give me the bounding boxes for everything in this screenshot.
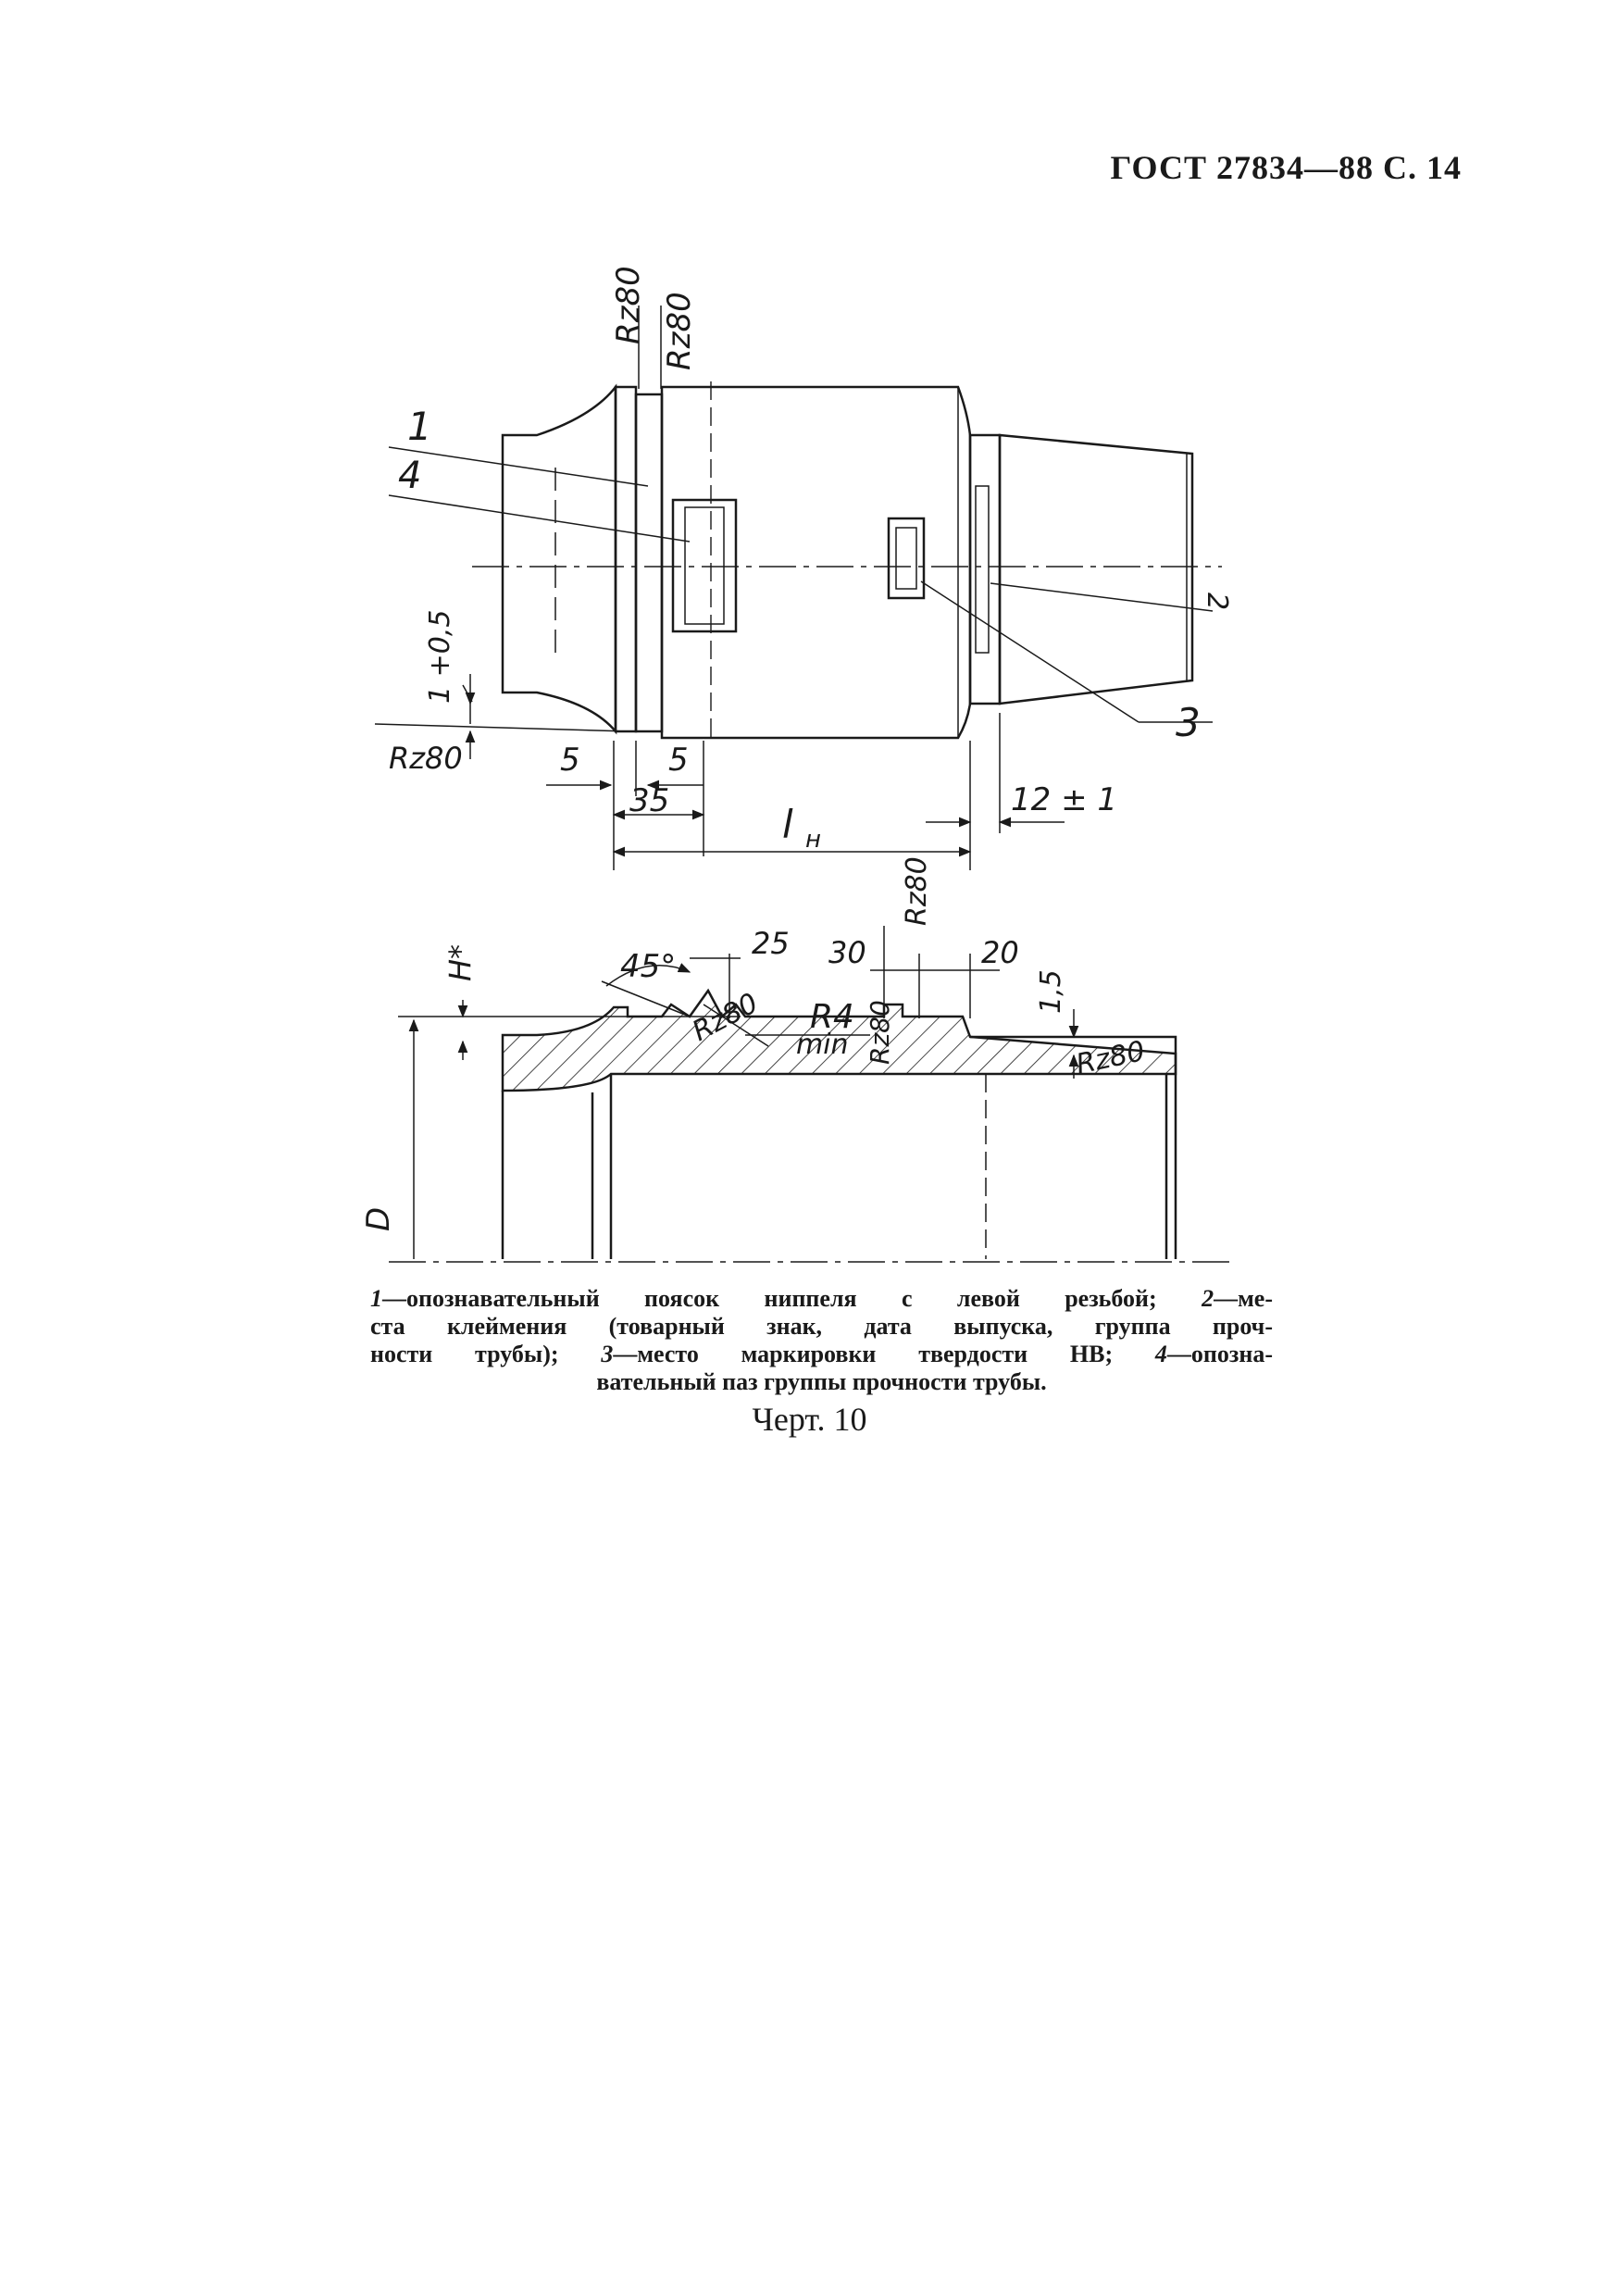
dim-1-5: 1,5: [1035, 969, 1067, 1014]
caption-text-3: ности трубы);: [370, 1341, 602, 1367]
caption-line-4: вательный паз группы прочности трубы.: [596, 1368, 1047, 1395]
dim-ln-sub: н: [805, 826, 821, 854]
top-view: [472, 381, 1222, 741]
dim-35: 35: [629, 782, 669, 819]
flared-end: [501, 383, 617, 735]
slot-4: [671, 498, 738, 633]
caption-num-3: 3: [601, 1341, 614, 1367]
caption-line-3: ности трубы); 3—место маркировки твердос…: [370, 1341, 1273, 1368]
dim-5b: 5: [668, 742, 689, 779]
caption-line-1: 1—опознавательный поясок ниппеля с левой…: [370, 1285, 1273, 1313]
dim-5a: 5: [560, 742, 580, 779]
caption-text-4: —место маркировки твердости НВ;: [613, 1341, 1155, 1367]
dim-12: 12 ± 1: [1011, 781, 1117, 818]
figure-caption: 1—опознавательный поясок ниппеля с левой…: [370, 1285, 1273, 1396]
angle-45: 45°: [620, 948, 676, 985]
caption-num-2: 2: [1202, 1285, 1214, 1312]
tapered-pin: [998, 433, 1194, 705]
radius-r4: R4: [810, 998, 854, 1036]
dim-ln: l: [782, 802, 793, 847]
shoulder: [968, 433, 1002, 705]
h-star: H*: [442, 944, 478, 981]
caption-text-2: —ме-: [1214, 1285, 1273, 1312]
top-view-leaders: [374, 306, 1214, 870]
dim-25: 25: [752, 926, 790, 961]
rz80-top-1: Rz80: [610, 266, 647, 344]
caption-text-5: —опозна-: [1166, 1341, 1273, 1367]
page-header: ГОСТ 27834—88 С. 14: [1110, 149, 1462, 186]
top-view-labels: Rz80 Rz80 1 4 3 2 1 +0,5 Rz80 5 5 35 l н…: [389, 266, 1233, 854]
rz80-c: Rz80: [865, 1000, 895, 1065]
dim-20: 20: [981, 935, 1019, 970]
caption-num-1: 1: [370, 1285, 382, 1312]
section-view: [389, 988, 1231, 1263]
marking-3: [887, 517, 926, 600]
radius-min: min: [796, 1029, 849, 1061]
caption-num-4: 4: [1154, 1341, 1167, 1367]
section-dimensions: [398, 926, 1079, 1259]
dim-30: 30: [828, 935, 866, 970]
leader-label-1: 1: [407, 404, 432, 449]
collar-band-2: [634, 393, 664, 733]
tolerance-label: 1 +0,5: [424, 610, 456, 704]
d-label: D: [360, 1207, 397, 1231]
rz80-top-2: Rz80: [661, 292, 698, 370]
leader-label-4: 4: [398, 455, 421, 497]
figure-label: Черт. 10: [752, 1401, 867, 1438]
technical-drawing: Rz80 Rz80 1 4 3 2 1 +0,5 Rz80 5 5 35 l н…: [360, 266, 1233, 1263]
caption-text-1: —опознавательный поясок ниппеля с левой …: [382, 1285, 1202, 1312]
collar-band-1: [614, 385, 638, 733]
leader-label-3: 3: [1176, 700, 1201, 745]
caption-line-2: ста клеймения (товарный знак, дата выпус…: [370, 1313, 1273, 1340]
rz80-left: Rz80: [389, 741, 463, 776]
leader-label-2: 2: [1201, 593, 1233, 610]
rz80-a: Rz80: [901, 856, 933, 926]
